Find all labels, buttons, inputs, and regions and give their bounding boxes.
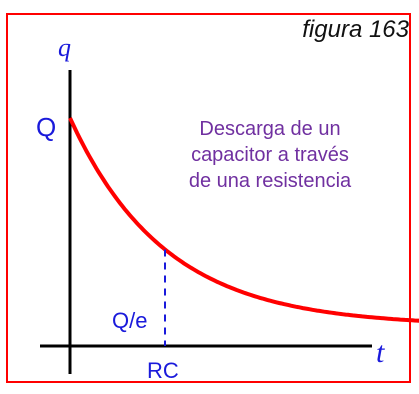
description: Descarga de un capacitor a través de una…	[150, 116, 390, 194]
figure-frame	[6, 13, 411, 383]
x-axis-label: t	[376, 336, 385, 369]
description-line: de una resistencia	[188, 170, 352, 192]
figure-number: figura 163	[302, 16, 409, 43]
description-line: capacitor a través	[191, 144, 349, 166]
y-max-label: Q	[36, 112, 56, 142]
marker-x-label: RC	[147, 358, 179, 383]
description-line: Descarga de un	[199, 118, 341, 140]
discharge-curve	[68, 117, 419, 323]
marker-y-label: Q/e	[112, 308, 147, 333]
y-axis-label: q	[58, 33, 71, 62]
